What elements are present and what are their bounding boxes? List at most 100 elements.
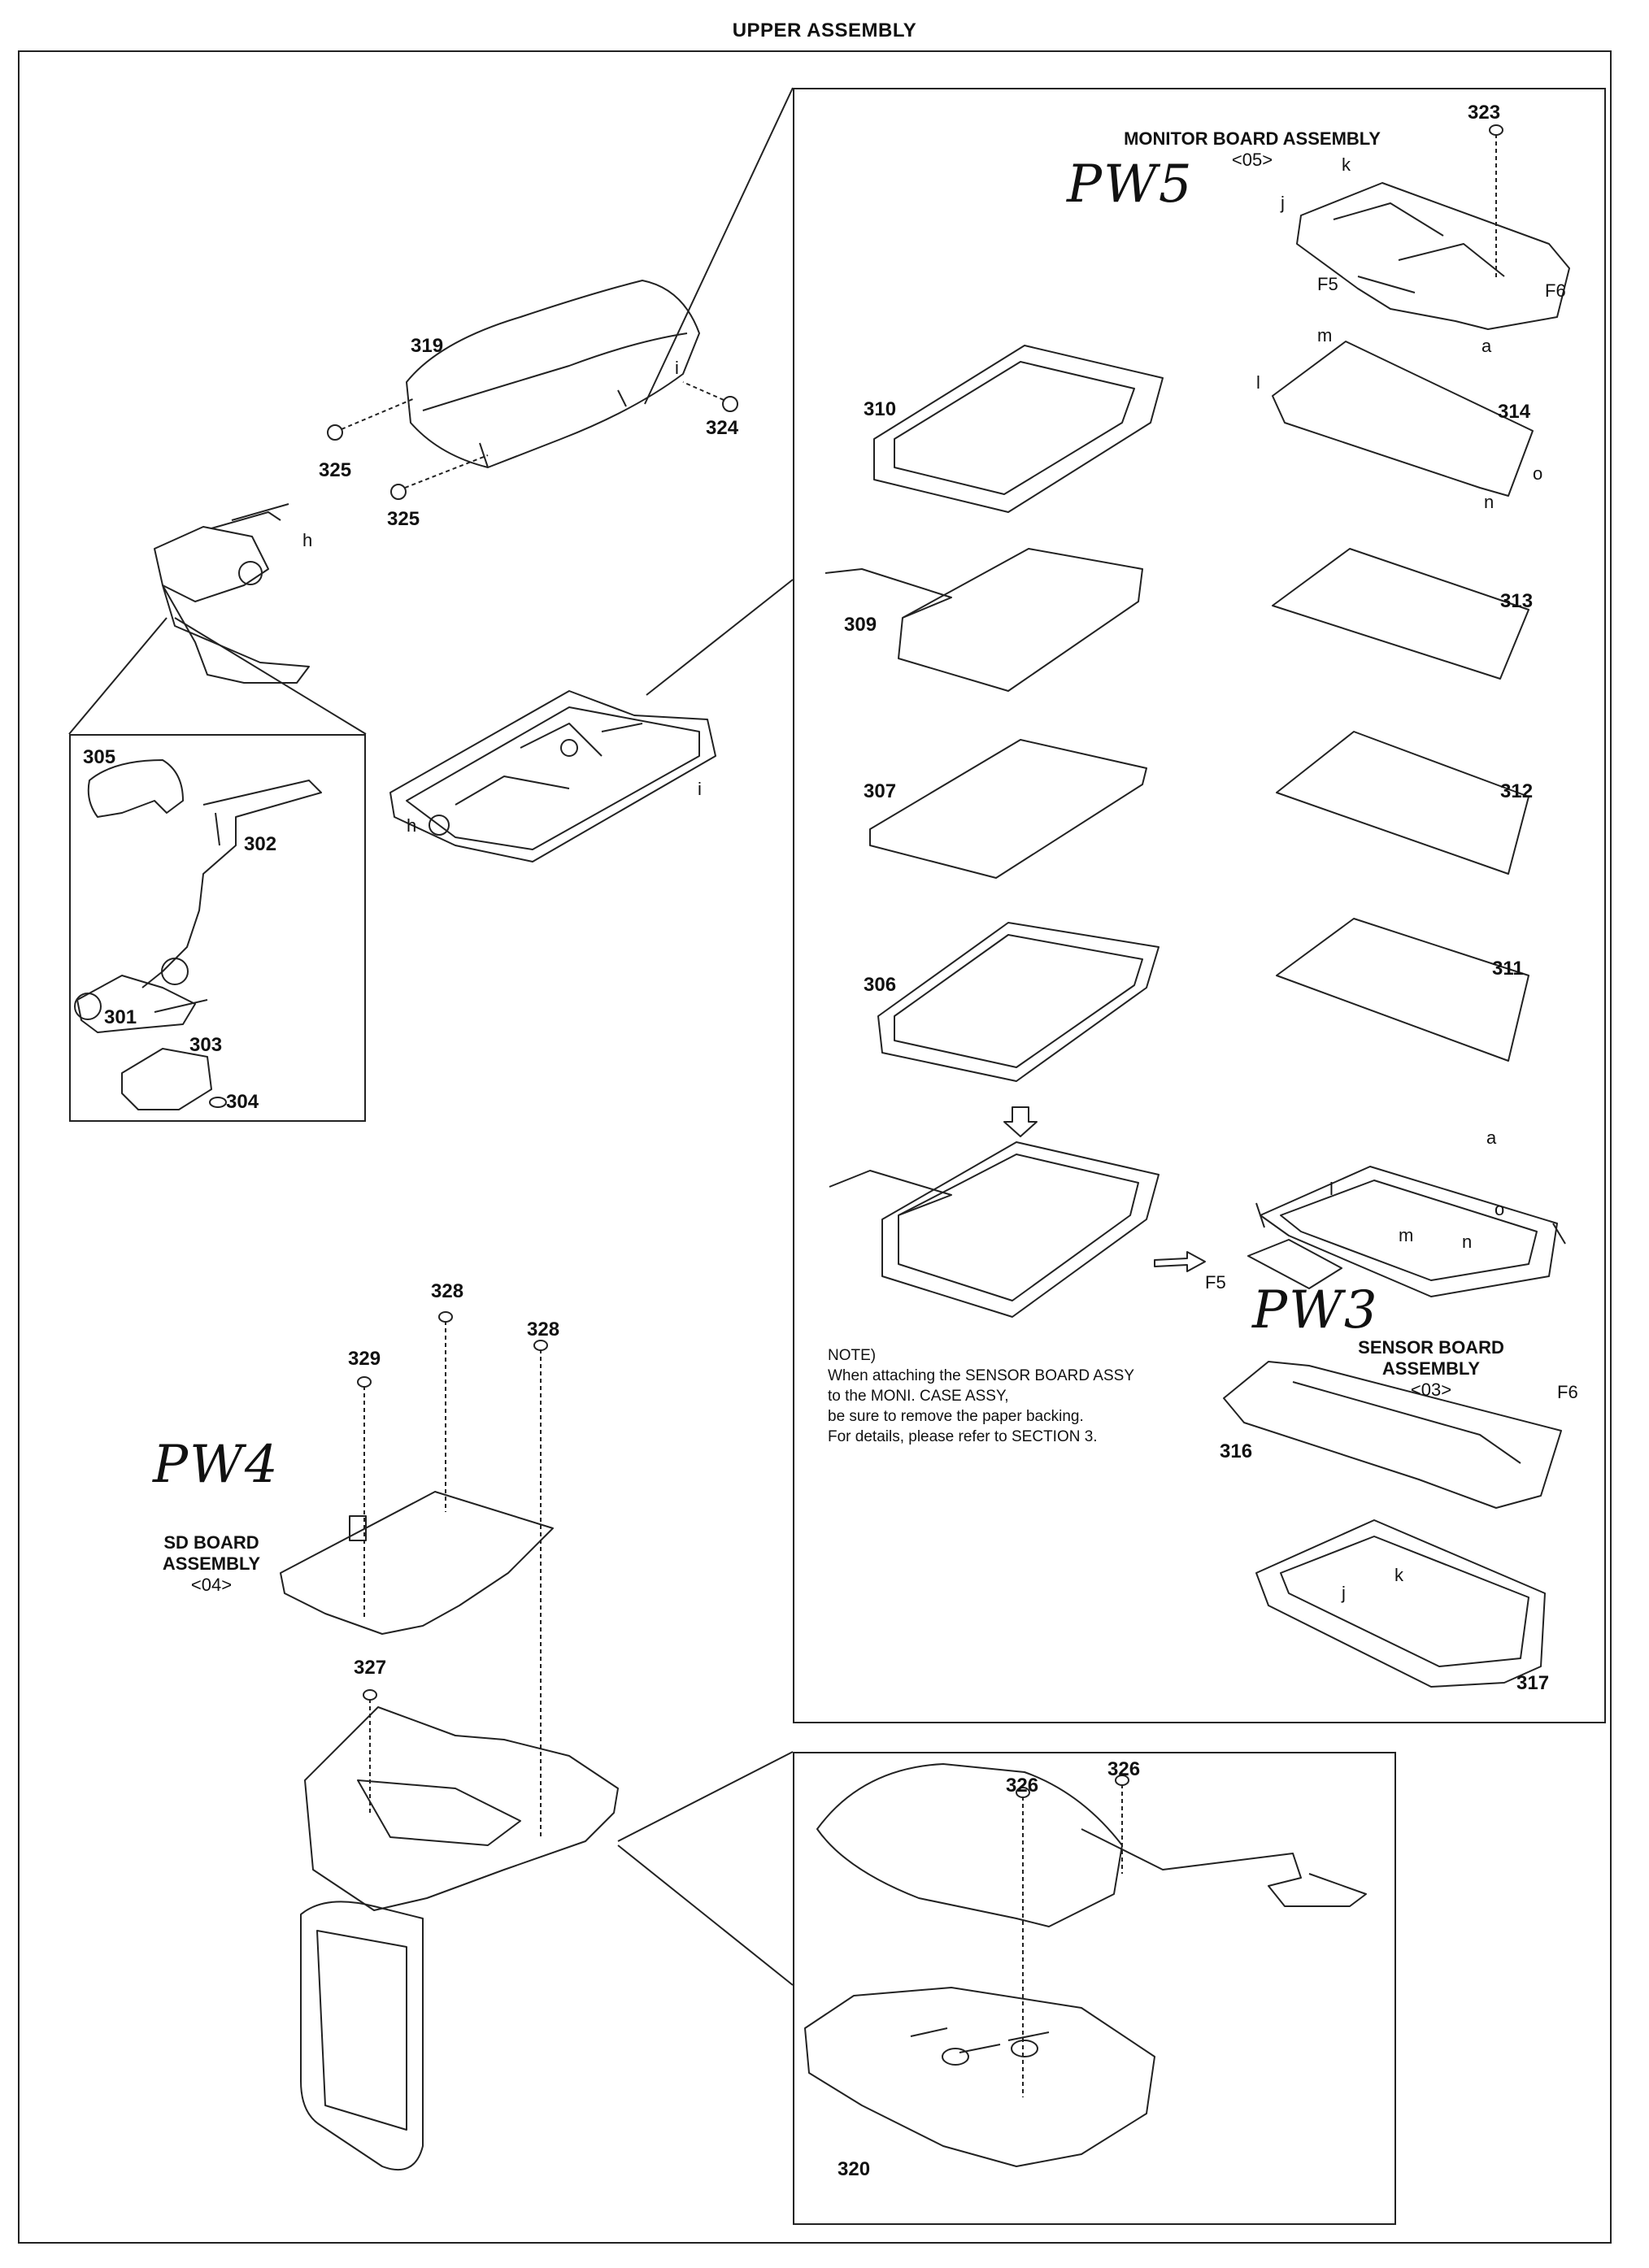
part-316-shape: [1223, 1361, 1562, 1509]
note-line: to the MONI. CASE ASSY,: [828, 1388, 1009, 1405]
lower-body-shape: [300, 1689, 619, 2170]
sd-board-caption: SD BOARD ASSEMBLY <04>: [150, 1532, 272, 1596]
part-311-shape: [1276, 918, 1529, 1062]
part-label-320: 320: [838, 2158, 871, 2180]
sd-board-code: <04>: [190, 1575, 233, 1595]
ref-letter-i: i: [675, 358, 679, 378]
page-title: UPPER ASSEMBLY: [732, 20, 917, 41]
part-label-306: 306: [864, 974, 897, 996]
sd-board-shape: [280, 1311, 554, 1837]
upper-cover-shape: [816, 1763, 1367, 2097]
part-label-325: 325: [387, 508, 420, 530]
arrow-down-shape: [1003, 1106, 1038, 1137]
part-label-323: 323: [1468, 102, 1501, 124]
part-label-329: 329: [348, 1348, 381, 1370]
part-label-312: 312: [1500, 780, 1534, 802]
note-line: When attaching the SENSOR BOARD ASSY: [828, 1367, 1135, 1384]
monitor-case-assembly-shape: [389, 690, 716, 862]
moni-case-shape: [1247, 1166, 1566, 1297]
cover-detail-frame: [793, 1752, 1396, 2225]
diagram-frame: [18, 50, 1612, 2244]
part-312-shape: [1276, 731, 1529, 875]
handwritten-pw5: PW5: [1067, 154, 1194, 215]
note-line: For details, please refer to SECTION 3.: [828, 1428, 1098, 1445]
sensor-board-code: <03>: [1410, 1379, 1452, 1400]
part-307-shape: [869, 739, 1147, 879]
part-label-305: 305: [83, 746, 116, 768]
ref-letter-j: j: [1342, 1583, 1346, 1603]
monitor-board-code: <05>: [1231, 150, 1273, 170]
part-320-shape: [804, 1987, 1155, 2167]
ref-letter-m: m: [1399, 1225, 1414, 1245]
screws-325-324: [327, 381, 738, 500]
arrow-right-shape: [1154, 1251, 1206, 1272]
sd-board-line1: SD BOARD: [163, 1532, 259, 1553]
ref-letter-f6: F6: [1557, 1382, 1578, 1402]
ref-letter-k: k: [1394, 1565, 1403, 1585]
part-label-310: 310: [864, 398, 897, 420]
hinge-detail-frame: [69, 734, 366, 1122]
part-label-326: 326: [1107, 1758, 1141, 1780]
part-label-326: 326: [1006, 1775, 1039, 1797]
part-label-328: 328: [527, 1319, 560, 1340]
sensor-board-caption: SENSOR BOARD ASSEMBLY <03>: [1334, 1337, 1529, 1401]
part-label-317: 317: [1516, 1672, 1550, 1694]
hinge-flex-shape: [154, 503, 310, 684]
part-301-shape: [74, 958, 208, 1033]
part-label-319: 319: [411, 335, 444, 357]
part-label-307: 307: [864, 780, 897, 802]
ref-letter-a: a: [1481, 336, 1492, 356]
part-label-313: 313: [1500, 590, 1534, 612]
ref-letter-h: h: [302, 530, 313, 550]
ref-letter-n: n: [1462, 1232, 1473, 1252]
part-label-324: 324: [706, 417, 739, 439]
part-label-311: 311: [1492, 958, 1524, 980]
monitor-detail-frame: [793, 88, 1606, 1723]
note-title: NOTE): [828, 1347, 877, 1364]
combined-lcd-assembly-shape: [829, 1141, 1160, 1318]
handwritten-pw3: PW3: [1252, 1280, 1379, 1340]
ref-letter-h: h: [407, 815, 417, 836]
ref-letter-a: a: [1486, 1127, 1497, 1148]
monitor-board-name: MONITOR BOARD ASSEMBLY: [1124, 128, 1381, 149]
part-label-327: 327: [354, 1657, 387, 1679]
monitor-board-shape: [1296, 124, 1570, 330]
ref-letter-l: l: [1329, 1179, 1334, 1199]
part-label-302: 302: [244, 833, 277, 855]
part-319-shape: [406, 280, 700, 468]
part-313-shape: [1272, 548, 1529, 680]
part-label-304: 304: [226, 1091, 259, 1113]
ref-letter-f5: F5: [1317, 274, 1338, 294]
ref-letter-k: k: [1342, 154, 1351, 175]
ref-letter-f5: F5: [1205, 1272, 1226, 1293]
sd-board-line2: ASSEMBLY: [162, 1553, 261, 1574]
ref-letter-m: m: [1317, 325, 1333, 345]
part-label-314: 314: [1498, 401, 1531, 423]
ref-letter-o: o: [1533, 463, 1543, 484]
part-310-shape: [873, 345, 1164, 513]
assembly-note: NOTE) When attaching the SENSOR BOARD AS…: [828, 1345, 1134, 1447]
part-label-303: 303: [189, 1034, 223, 1056]
monitor-board-caption: MONITOR BOARD ASSEMBLY <05>: [1090, 128, 1415, 171]
ref-letter-o: o: [1495, 1199, 1505, 1219]
handwritten-pw4: PW4: [153, 1435, 280, 1495]
ref-letter-n: n: [1484, 492, 1495, 512]
part-309-shape: [824, 548, 1143, 692]
sensor-board-line2: ASSEMBLY: [1381, 1358, 1481, 1379]
part-label-309: 309: [844, 614, 877, 636]
part-label-328: 328: [431, 1280, 464, 1302]
part-label-325: 325: [319, 459, 352, 481]
part-317-shape: [1255, 1519, 1546, 1688]
ref-letter-i: i: [698, 779, 702, 799]
ref-letter-j: j: [1281, 193, 1285, 213]
part-label-301: 301: [104, 1006, 137, 1028]
sensor-board-line1: SENSOR BOARD: [1358, 1337, 1504, 1358]
note-line: be sure to remove the paper backing.: [828, 1408, 1084, 1425]
part-306-shape: [877, 922, 1160, 1082]
part-314-shape: [1272, 341, 1534, 497]
part-305-shape: [87, 759, 184, 818]
ref-letter-l: l: [1256, 372, 1260, 393]
ref-letter-f6: F6: [1545, 280, 1566, 301]
part-label-316: 316: [1220, 1440, 1253, 1462]
